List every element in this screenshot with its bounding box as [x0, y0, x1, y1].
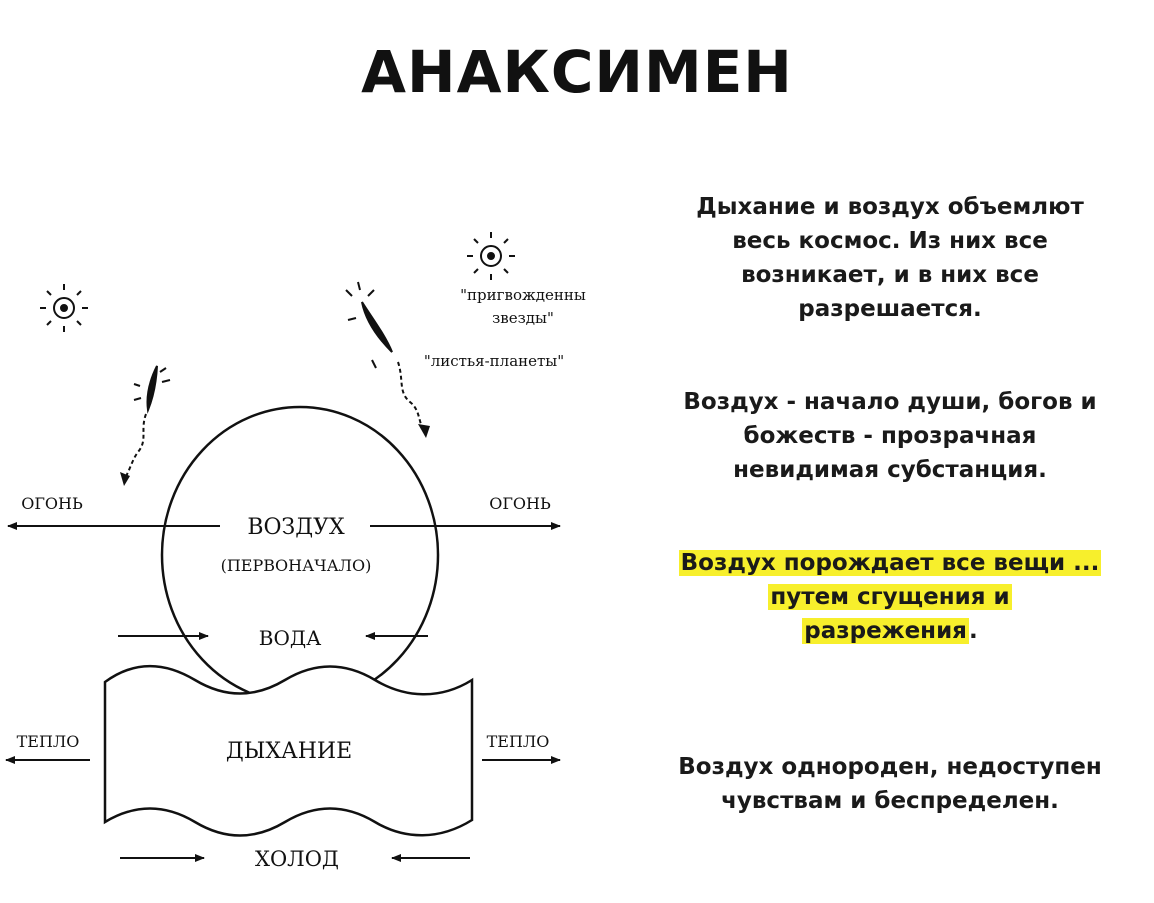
leaves-planets-label: "листья-планеты" — [424, 352, 564, 370]
star-icon — [467, 232, 515, 280]
heat-label-right: ТЕПЛО — [487, 732, 550, 751]
fixed-stars-label-2: звезды" — [492, 309, 554, 327]
air-label: ВОЗДУХ — [247, 515, 345, 540]
cold-label: ХОЛОД — [255, 847, 339, 871]
fire-label-right: ОГОНЬ — [489, 494, 551, 513]
highlighted-text: Воздух порождает все вещи ... — [678, 550, 1102, 576]
page-title: АНАКСИМЕН — [361, 38, 793, 106]
text-line: разрешается. — [798, 296, 982, 322]
text-line: Воздух однороден, недоступен — [678, 754, 1102, 780]
paragraph-air-homogeneous: Воздух однороден, недоступен чувствам и … — [640, 750, 1140, 818]
air-circle — [160, 405, 440, 705]
text-line: разрежения. — [640, 614, 1140, 648]
first-principle-label: (ПЕРВОНАЧАЛО) — [221, 556, 372, 575]
text-line: чувствам и беспределен. — [721, 788, 1059, 814]
leaf-planet-icon — [345, 281, 430, 438]
text-line: невидимая субстанция. — [733, 457, 1047, 483]
sun-icon — [40, 284, 88, 332]
text-line: Воздух порождает все вещи ... — [640, 546, 1140, 580]
paragraph-breath-air: Дыхание и воздух объемлют весь космос. И… — [640, 190, 1140, 326]
breath-label: ДЫХАНИЕ — [226, 739, 352, 764]
cosmology-diagram: "пригвожденны звезды" "листья-планеты" О… — [5, 232, 586, 871]
text-line: божеств - прозрачная — [743, 423, 1037, 449]
paragraph-air-soul: Воздух - начало души, богов и божеств - … — [640, 385, 1140, 487]
breath-box — [103, 664, 474, 837]
paragraph-air-generates-highlighted: Воздух порождает все вещи ... путем сгущ… — [640, 546, 1140, 648]
heat-label-left: ТЕПЛО — [17, 732, 80, 751]
highlighted-text: путем сгущения и — [768, 584, 1012, 610]
text-line: Дыхание и воздух объемлют — [696, 194, 1084, 220]
period: . — [968, 618, 978, 644]
comet-icon — [120, 365, 171, 486]
text-line: возникает, и в них все — [741, 262, 1039, 288]
water-label: ВОДА — [259, 626, 322, 650]
text-line: Воздух - начало души, богов и — [683, 389, 1097, 415]
text-line: весь космос. Из них все — [732, 228, 1048, 254]
fixed-stars-label: "пригвожденны — [460, 286, 586, 304]
fire-label-left: ОГОНЬ — [21, 494, 83, 513]
text-line: путем сгущения и — [640, 580, 1140, 614]
highlighted-text: разрежения — [802, 618, 969, 644]
